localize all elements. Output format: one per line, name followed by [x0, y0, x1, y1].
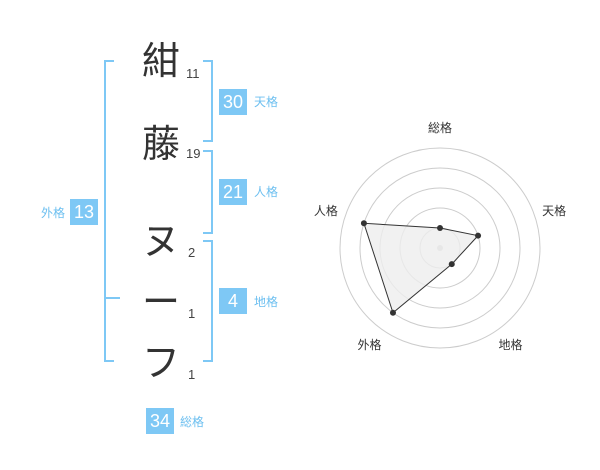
chikaku-label: 地格	[254, 295, 279, 309]
name-char-1: 紺	[142, 39, 181, 83]
name-char-5: フ	[142, 341, 181, 385]
chikaku-value-badge: 4	[219, 288, 247, 314]
soukaku-label: 総格	[180, 415, 205, 429]
radar-point-3	[448, 261, 455, 268]
stroke-count-3: 2	[188, 245, 196, 260]
gaikaku-bracket-divider	[104, 297, 120, 299]
radar-polygon	[363, 222, 480, 314]
jinkaku-value-badge: 21	[219, 179, 247, 205]
jinkaku-label: 人格	[254, 185, 279, 199]
radar-axis-label-4: 外格	[357, 337, 381, 352]
radar-point-1	[437, 225, 443, 231]
gaikaku-bracket	[104, 60, 114, 362]
tenkaku-bracket	[203, 60, 213, 142]
radar-grid	[339, 147, 541, 349]
soukaku-value-badge: 34	[146, 408, 174, 434]
tenkaku-label: 天格	[254, 95, 279, 109]
name-char-3: ヌ	[142, 219, 181, 263]
radar-axis-label-2: 天格	[542, 203, 566, 218]
radar-ring-4	[359, 167, 521, 329]
radar-points	[360, 220, 482, 316]
jinkaku-bracket	[203, 150, 213, 234]
chikaku-bracket	[203, 240, 213, 362]
radar-axis-label-3: 地格	[499, 337, 523, 352]
radar-ring-5	[339, 147, 541, 349]
radar-point-4	[389, 309, 396, 316]
tenkaku-value-badge: 30	[219, 89, 247, 115]
name-char-2: 藤	[142, 122, 181, 166]
radar-axis-label-1: 総格	[428, 120, 452, 135]
radar-point-2	[475, 232, 482, 239]
radar-axis-label-5: 人格	[314, 203, 338, 218]
stroke-count-1: 11	[186, 66, 200, 81]
radar-point-5	[360, 220, 367, 227]
gaikaku-label: 外格	[41, 206, 66, 220]
stroke-count-5: 1	[188, 367, 196, 382]
radar-polygon-group	[363, 222, 480, 314]
stroke-count-2: 19	[186, 146, 201, 161]
name-char-4: ー	[142, 280, 181, 324]
stroke-count-4: 1	[188, 306, 196, 321]
gaikaku-value-badge: 13	[70, 199, 98, 225]
